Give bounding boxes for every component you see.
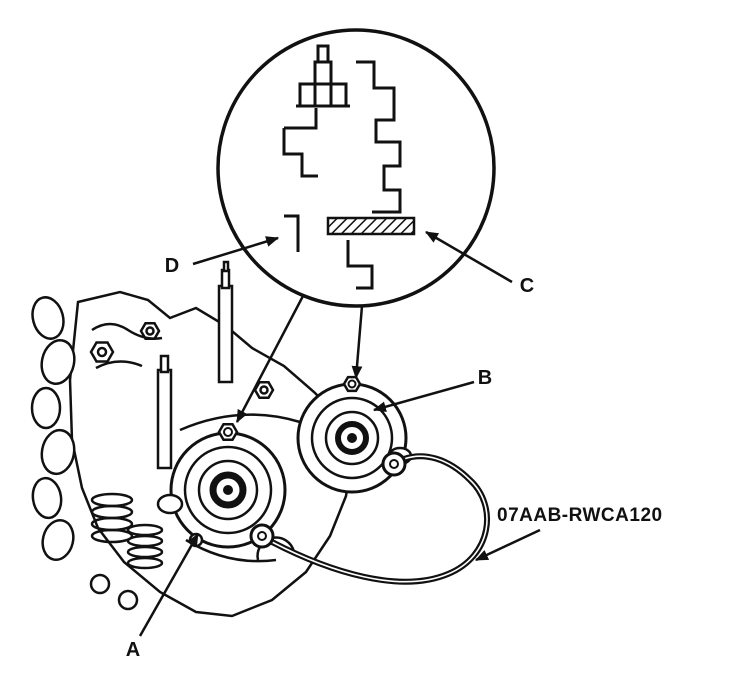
detail-lower-step <box>346 240 374 290</box>
arrow-d <box>192 236 280 266</box>
detail-right-profile <box>356 60 402 214</box>
lifter-circles <box>89 573 139 611</box>
detail-bracket <box>284 214 300 252</box>
detail-shim-hatch <box>326 216 416 236</box>
hex-bolt <box>89 321 275 400</box>
detail-stud <box>296 44 350 108</box>
arrow-detail-right <box>351 305 364 380</box>
valve-stud <box>156 260 234 470</box>
arrow-c <box>425 230 513 284</box>
tensioner-holder-left <box>156 422 287 549</box>
detail-circle <box>216 28 496 308</box>
arrow-a <box>138 533 200 637</box>
valve-spring <box>90 492 164 570</box>
callout-a-label: A <box>126 639 140 661</box>
disc-tab <box>156 493 184 515</box>
arrow-part-number <box>475 528 541 562</box>
callout-b-label: B <box>478 367 492 389</box>
camshaft-lobes <box>30 296 76 561</box>
cable-eyelet-right <box>381 451 407 477</box>
part-number-label: 07AAB-RWCA120 <box>497 505 663 526</box>
arrow-b <box>372 380 475 413</box>
arrow-detail-left <box>235 295 305 423</box>
callout-d-label: D <box>165 255 179 277</box>
detail-left-profile <box>282 108 318 178</box>
cable-eyelet-left <box>249 523 275 549</box>
callout-c-label: C <box>520 275 534 297</box>
callout-arrows <box>138 230 541 637</box>
